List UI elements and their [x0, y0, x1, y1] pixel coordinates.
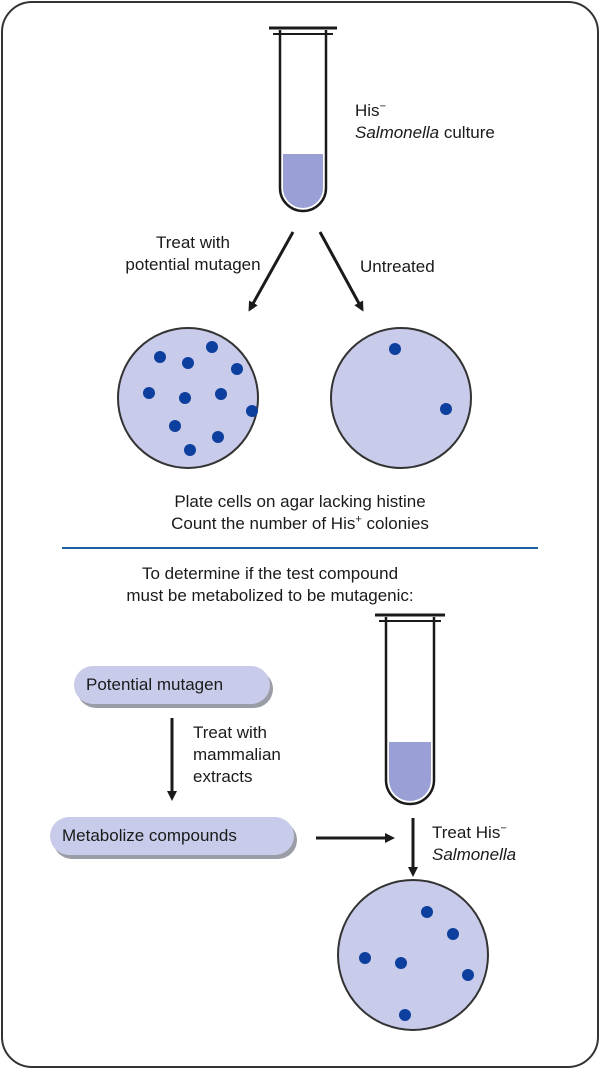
colony-dot: [389, 343, 401, 355]
culture-label-his: His: [355, 101, 380, 120]
treat-label-line2: potential mutagen: [125, 255, 261, 274]
culture-label: His− Salmonella culture: [355, 100, 495, 144]
colony-dot: [154, 351, 166, 363]
colony-dot: [399, 1009, 411, 1021]
colony-dot: [179, 392, 191, 404]
colony-dot: [440, 403, 452, 415]
colony-dot: [215, 388, 227, 400]
colony-dot: [447, 928, 459, 940]
colony-dot: [231, 363, 243, 375]
culture-label-sup: −: [379, 100, 386, 113]
colony-dot: [359, 952, 371, 964]
culture-test-tube: [269, 26, 337, 213]
salmonella-test-tube: [375, 613, 445, 806]
colony-dot: [169, 420, 181, 432]
treat-his-label: Treat His− Salmonella: [432, 822, 517, 864]
untreated-label: Untreated: [360, 257, 435, 276]
colony-dot: [212, 431, 224, 443]
culture-label-genus: Salmonella: [355, 123, 440, 142]
colony-dot: [395, 957, 407, 969]
plate-caption: Plate cells on agar lacking histine Coun…: [100, 491, 500, 535]
colony-dot: [206, 341, 218, 353]
treat-label: Treat with potential mutagen: [108, 232, 278, 276]
treat-label-line1: Treat with: [155, 233, 230, 252]
arrow-to-untreated-plate: [318, 231, 364, 312]
colony-dot: [462, 969, 474, 981]
untreated-plate: [330, 327, 472, 469]
arrow-to-treated-plate: [248, 231, 295, 312]
extract-label: Treat with mammalian extracts: [193, 722, 281, 788]
potential-mutagen-box: Potential mutagen: [74, 666, 270, 704]
metabolize-compounds-box: Metabolize compounds: [50, 817, 294, 855]
colony-dot: [246, 405, 258, 417]
colony-dot: [182, 357, 194, 369]
colony-dot: [143, 387, 155, 399]
treated-plate: [117, 327, 259, 469]
metabolized-plate: [337, 879, 489, 1031]
plate-caption-line2: Count the number of His+ colonies: [171, 513, 429, 533]
extract-label-line2: mammalian: [193, 745, 281, 764]
plate-caption-line1: Plate cells on agar lacking histine: [174, 492, 426, 511]
colony-dot: [184, 444, 196, 456]
extract-label-line1: Treat with: [193, 723, 268, 742]
question-text: To determine if the test compound must b…: [60, 563, 480, 607]
extract-label-line3: extracts: [193, 767, 253, 786]
colony-dot: [421, 906, 433, 918]
question-line2: must be metabolized to be mutagenic:: [126, 586, 414, 605]
question-line1: To determine if the test compound: [141, 564, 399, 583]
culture-label-rest: culture: [439, 123, 495, 142]
